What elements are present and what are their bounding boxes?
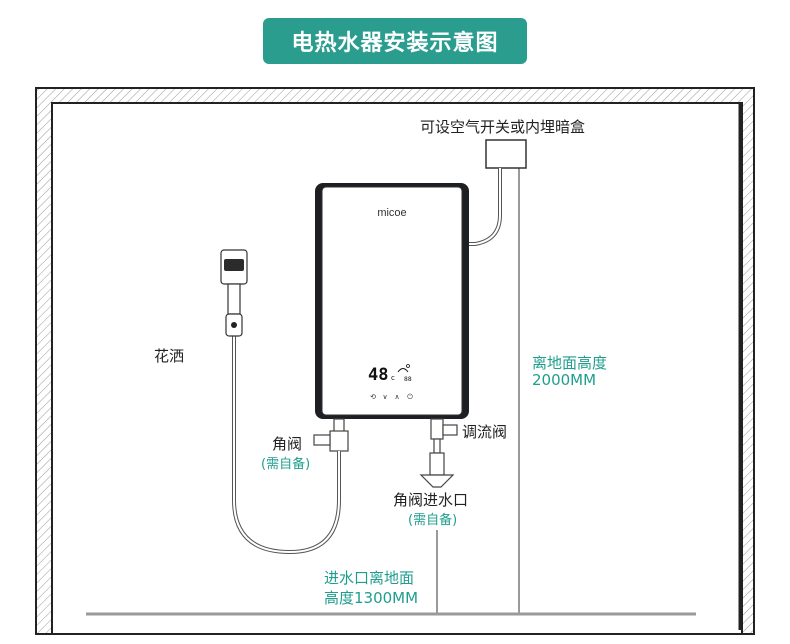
button-up: ∧ [394,393,399,401]
label-heater-height-1: 离地面高度 [532,354,608,372]
shower-head [220,249,248,337]
label-inlet-valve-note: (需自备) [408,513,458,528]
label-shower: 花洒 [154,347,185,365]
display-wifi-icon [397,368,409,373]
button-power: ⏻ [407,393,413,401]
display-temperature: 48 [368,365,388,385]
label-inlet-valve: 角阀进水口 [393,491,469,509]
brand-logo: micoe [377,207,406,219]
label-switch-box: 可设空气开关或内埋暗盒 [420,118,586,136]
switch-box [485,139,527,169]
inlet-fitting [419,474,455,488]
label-heater-height-2: 2000MM [532,371,597,389]
button-cycle: ⟲ [370,393,376,401]
water-heater: micoe 48 c 88 ⟲ ∨ ∧ ⏻ [315,183,469,419]
button-down: ∨ [382,393,387,401]
label-angle-valve: 角阀 [272,435,303,453]
angle-valve-left [313,418,349,452]
diagram-title: 电热水器安装示意图 [263,18,527,64]
regulating-valve [419,418,458,488]
label-angle-valve-note: (需自备) [261,457,311,472]
display-secondary: 88 [404,376,412,383]
label-regulating-valve: 调流阀 [462,423,508,441]
label-inlet-height-2: 高度1300MM [324,589,419,607]
display-unit: c [391,374,395,382]
label-inlet-height-1: 进水口离地面 [324,569,415,587]
